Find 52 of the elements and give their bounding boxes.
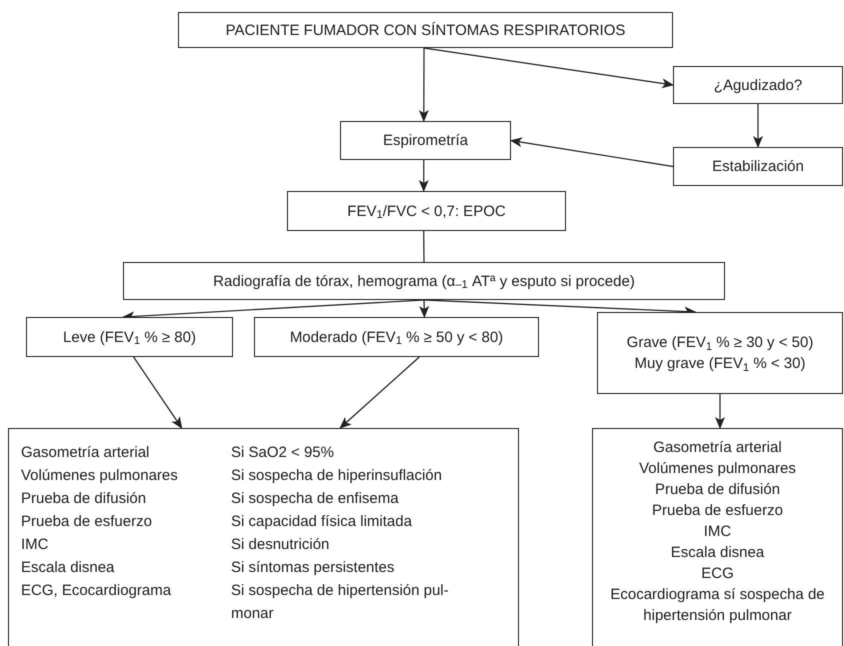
- process-box: [287, 191, 566, 231]
- arrow: [133, 356, 182, 429]
- node-text: Si capacidad física limitada: [231, 512, 413, 532]
- list-box: [8, 428, 519, 646]
- arrow: [424, 47, 674, 88]
- node-text: Si sospecha de hiperinsuflación: [231, 466, 443, 486]
- list-box: [592, 428, 843, 646]
- node-text: Espirometría: [382, 131, 468, 151]
- arrow: [753, 104, 763, 148]
- node-text: ECG, Ecocardiograma: [21, 581, 172, 601]
- node-text: FEV$_{1}$/FVC < 0,7: EPOC: [347, 202, 506, 222]
- node-text: Grave (FEV$_{1}$ % ≥ 30 y < 50): [626, 333, 814, 353]
- node-text: Escala disnea: [670, 543, 764, 563]
- node-text: Si desnutrición: [231, 535, 330, 555]
- process-box: [340, 121, 511, 160]
- node-text: Volúmenes pulmonares: [639, 459, 796, 479]
- node-text: Moderado (FEV$_{1}$ % ≥ 50 y < 80): [290, 328, 504, 348]
- node-text: Radiografía de tórax, hemograma (α$_{–1}$ ATª y esputo si procede): [213, 272, 635, 292]
- node-text: Si sospecha de hipertensión pul-monar: [231, 581, 450, 624]
- process-box: [597, 312, 843, 394]
- node-text: Si sospecha de enfisema: [231, 489, 400, 509]
- node-text: Prueba de esfuerzo: [652, 501, 783, 521]
- node-text: ¿Agudizado?: [714, 76, 802, 96]
- node-text: Leve (FEV$_{1}$ % ≥ 80): [63, 328, 196, 348]
- arrow: [418, 160, 429, 192]
- node-text: PACIENTE FUMADOR CON SÍNTOMAS RESPIRATORIOS: [226, 20, 626, 40]
- process-box: [26, 317, 233, 357]
- node-text: Gasometría arterial: [21, 443, 150, 463]
- node-text: Volúmenes pulmonares: [21, 466, 179, 486]
- node-text: ECG: [701, 564, 734, 584]
- node-text: Si síntomas persistentes: [231, 558, 396, 578]
- node-text: Gasometría arterial: [653, 438, 782, 458]
- process-box: [254, 317, 539, 357]
- arrow: [510, 137, 674, 168]
- node-text: Ecocardiograma sí sospecha de hipertensión pulmonar: [609, 585, 826, 626]
- arrow: [418, 48, 429, 122]
- arrow: [715, 394, 725, 429]
- node-text: IMC: [21, 535, 50, 555]
- node-text: IMC: [704, 522, 732, 542]
- node-text: Prueba de esfuerzo: [21, 512, 153, 532]
- process-box: [123, 262, 725, 300]
- process-box: [673, 66, 843, 104]
- node-text: Prueba de difusión: [21, 489, 148, 509]
- node-text: Escala disnea: [21, 558, 116, 578]
- process-box: [673, 147, 843, 186]
- node-text: Prueba de difusión: [654, 480, 780, 500]
- node-text: Si SaO2 < 95%: [231, 443, 335, 463]
- arrow: [419, 300, 430, 318]
- node-text: Muy grave (FEV$_{1}$ % < 30): [634, 354, 806, 374]
- node-text: Estabilización: [712, 157, 804, 177]
- process-box: [178, 12, 673, 48]
- arrow: [339, 356, 420, 429]
